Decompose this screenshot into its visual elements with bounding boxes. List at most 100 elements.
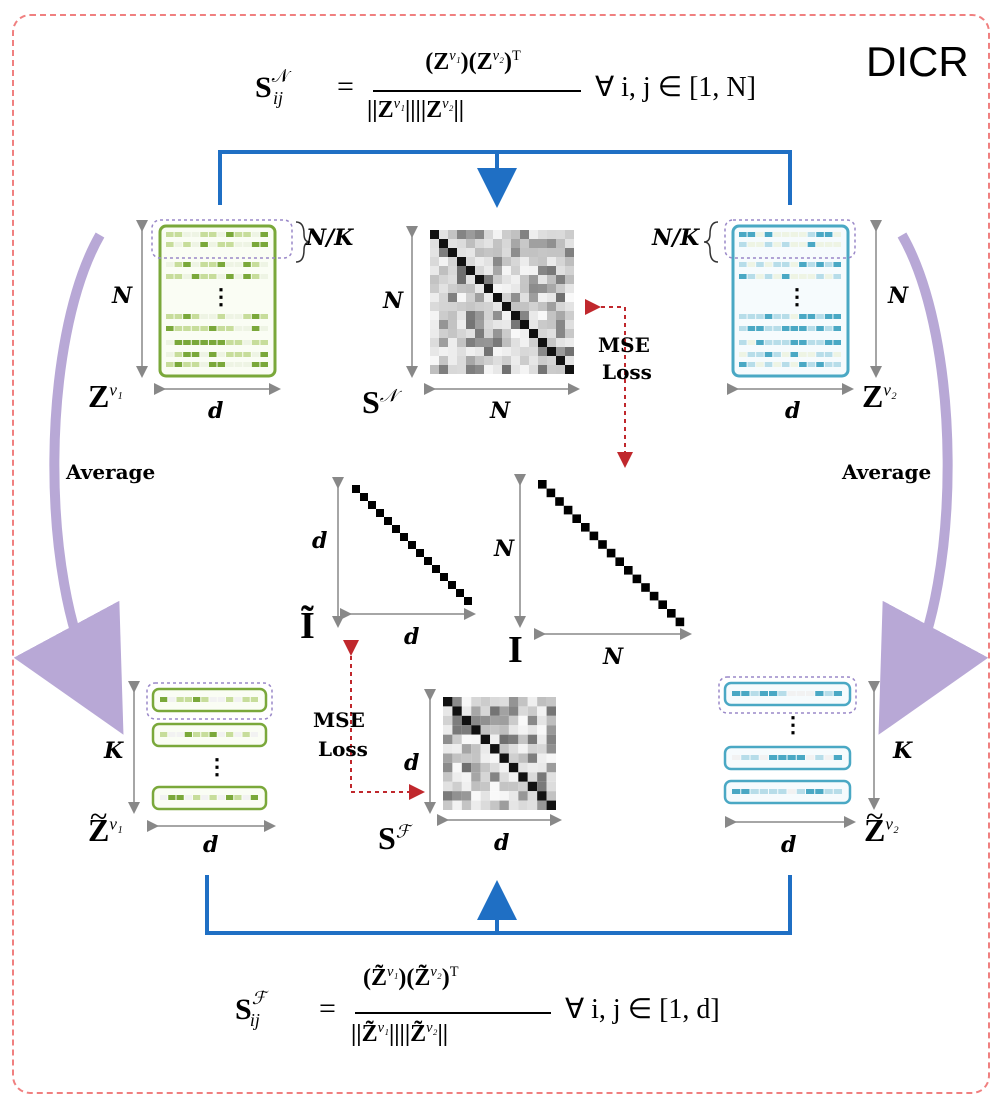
matrix-cell <box>166 232 174 237</box>
bar-cell <box>750 691 759 696</box>
matrix-cell <box>234 326 243 331</box>
formula-bottom-numerator: (Z̃v₁)(Z̃v₂)T <box>363 964 459 991</box>
matrix-cell <box>208 274 217 279</box>
matrix-cell <box>764 262 773 267</box>
bar-cell <box>217 795 225 800</box>
heat-cell <box>475 293 484 302</box>
heat-cell <box>508 744 519 754</box>
diag-cell <box>606 548 616 558</box>
heat-cell <box>490 753 500 763</box>
heat-cell <box>527 734 538 745</box>
label-d-sf-bottom: d <box>494 830 510 856</box>
label-n-i: N <box>494 536 515 562</box>
matrix-cell <box>747 362 756 367</box>
matrix-cell <box>747 232 756 237</box>
heat-cell <box>537 772 547 782</box>
heat-cell <box>502 284 511 293</box>
heat-cell <box>466 275 475 284</box>
matrix-cell <box>226 340 234 345</box>
heat-cell <box>471 791 481 801</box>
heat-cell <box>538 257 547 266</box>
heat-cell <box>527 791 538 801</box>
heat-cell <box>452 697 462 707</box>
label-n-sn: N <box>383 288 404 314</box>
heat-cell <box>527 753 538 763</box>
matrix-cell <box>773 314 781 319</box>
matrix-cell <box>781 340 790 345</box>
heat-cell <box>448 275 457 284</box>
diag-cell <box>546 488 556 498</box>
matrix-cell <box>773 232 781 237</box>
bar-cell <box>242 795 250 800</box>
heat-cell <box>502 248 511 257</box>
heat-cell <box>529 365 538 374</box>
heat-cell <box>508 772 519 782</box>
heat-cell <box>518 753 528 763</box>
label-d-ztilde1: d <box>203 832 219 858</box>
heat-cell <box>448 365 457 374</box>
matrix-cell <box>807 352 816 357</box>
matrix-cell <box>807 274 816 279</box>
z-v2-matrix <box>724 219 856 378</box>
matrix-cell <box>824 232 833 237</box>
heat-cell <box>502 230 511 239</box>
diag-cell <box>440 573 448 581</box>
matrix-cell <box>208 326 217 331</box>
heat-cell <box>443 725 453 735</box>
matrix-cell <box>234 262 243 267</box>
heat-cell <box>493 293 502 302</box>
heat-cell <box>480 753 491 763</box>
matrix-cell <box>183 274 191 279</box>
bar-cell <box>160 697 168 702</box>
bar-cell <box>833 691 842 696</box>
heat-cell <box>466 347 475 356</box>
heat-cell <box>546 762 556 773</box>
heat-cell <box>547 338 556 347</box>
heat-cell <box>508 781 519 792</box>
matrix-cell <box>824 326 833 331</box>
matrix-cell <box>226 326 234 331</box>
label-d-itilde: d <box>312 528 328 554</box>
identity-d-matrix <box>352 485 472 605</box>
heat-cell <box>466 302 475 311</box>
heat-cell <box>466 356 475 365</box>
heat-cell <box>439 275 448 284</box>
heat-cell <box>471 800 481 810</box>
bar-cell <box>759 789 768 794</box>
heat-cell <box>443 800 453 810</box>
heat-cell <box>508 706 519 716</box>
heat-cell <box>511 356 520 365</box>
matrix-cell <box>166 242 174 247</box>
heat-cell <box>511 257 520 266</box>
matrix-cell <box>824 274 833 279</box>
formula-bottom-lhs: Sℱij <box>235 988 266 1030</box>
bar-cell <box>250 697 258 702</box>
heat-cell <box>493 329 502 338</box>
heat-cell <box>484 329 493 338</box>
heat-cell <box>443 697 453 707</box>
bar-cell <box>226 795 234 800</box>
matrix-cell <box>226 314 234 319</box>
bar-cell <box>732 691 741 696</box>
bar-cell <box>234 795 242 800</box>
matrix-cell <box>243 326 251 331</box>
matrix-cell <box>243 232 251 237</box>
label-average-right: Average <box>842 460 932 484</box>
heat-cell <box>502 338 511 347</box>
heat-cell <box>466 329 475 338</box>
heat-cell <box>565 338 574 347</box>
diag-cell <box>432 565 440 573</box>
heat-cell <box>457 365 466 374</box>
heat-cell <box>511 266 520 275</box>
heat-cell <box>475 284 484 293</box>
matrix-cell <box>764 326 773 331</box>
heat-cell <box>461 715 472 726</box>
heat-cell <box>475 329 484 338</box>
heat-cell <box>511 248 520 257</box>
heat-cell <box>556 284 565 293</box>
heat-cell <box>475 320 484 329</box>
heat-cell <box>520 320 529 329</box>
heat-cell <box>457 329 466 338</box>
matrix-cell <box>790 232 799 237</box>
bar-cell <box>759 691 768 696</box>
